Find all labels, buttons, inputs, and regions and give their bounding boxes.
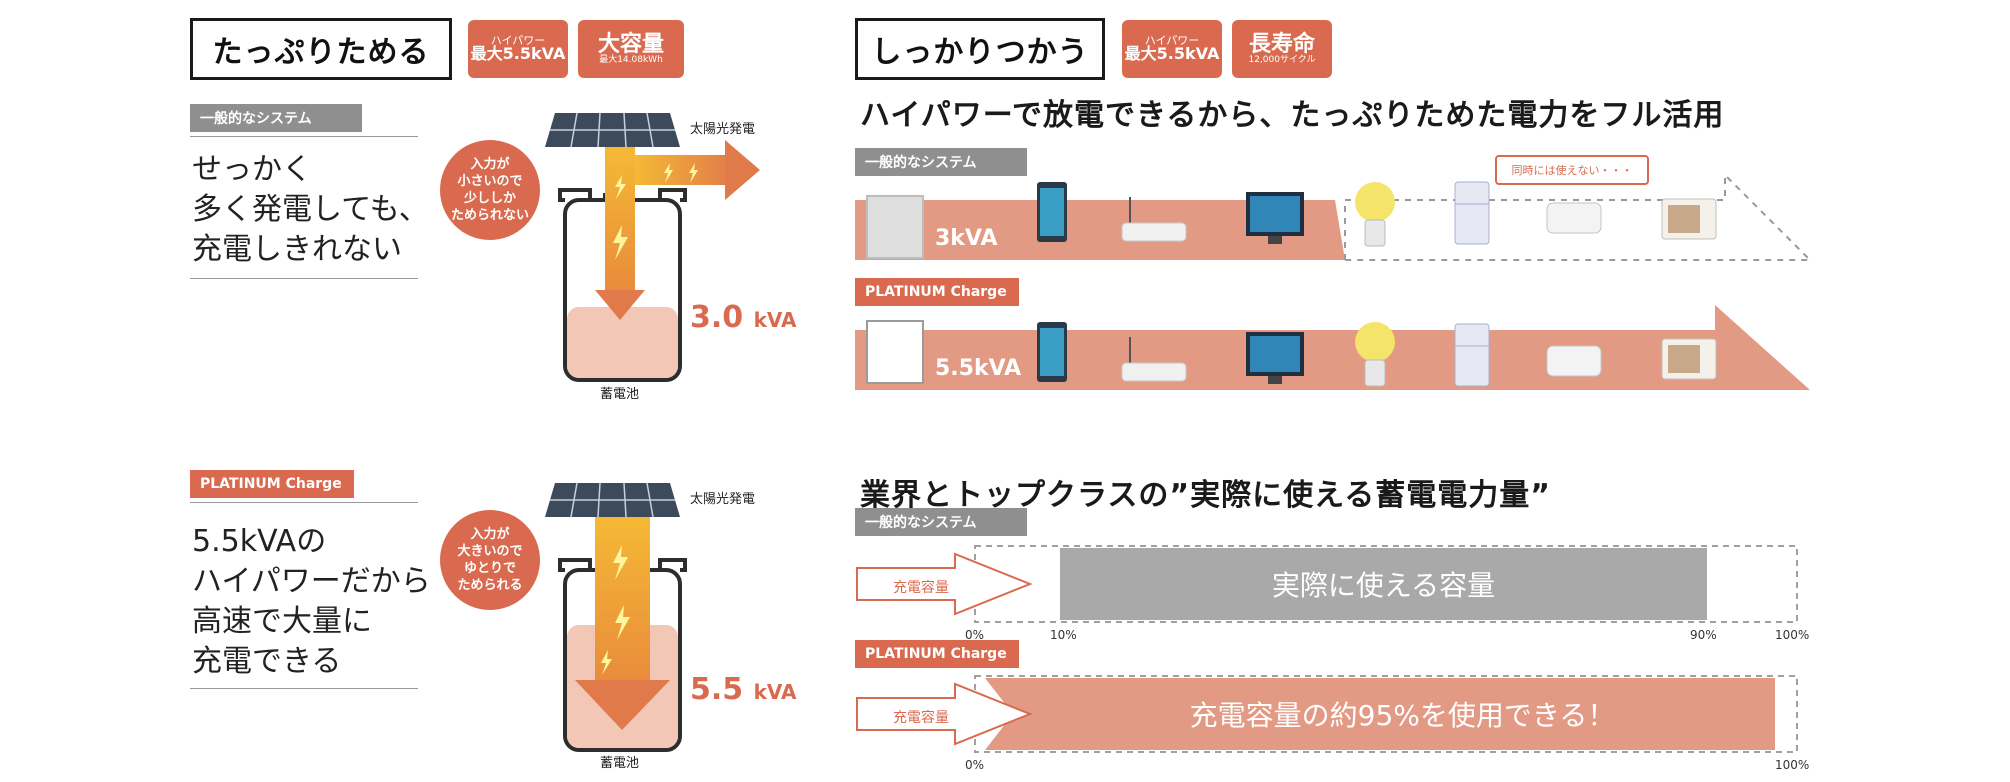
air-conditioner-icon [1546, 345, 1602, 377]
high-power-badge: ハイパワー 最大5.5kVA [1122, 20, 1222, 78]
badge-main-text: 最大5.5kVA [1124, 44, 1220, 64]
usable-95-label: 充電容量の約95%を使用できる！ [1189, 699, 1616, 732]
badge-sub-text: 最大14.08kWh [599, 54, 663, 65]
tick-10: 10% [1050, 628, 1077, 642]
battery-label: 蓄電池 [600, 387, 640, 402]
general-system-tag: 一般的なシステム [190, 104, 362, 132]
charge-capacity-label: 充電容量 [893, 710, 949, 726]
battery-label: 蓄電池 [600, 756, 640, 771]
solar-panel-icon [545, 112, 680, 148]
platinum-charge-tag: PLATINUM Charge [855, 278, 1019, 306]
battery-unit-icon [866, 320, 924, 384]
tv-icon [1246, 192, 1304, 244]
badge-main-text: 大容量 [597, 31, 664, 57]
general-charging-diagram [545, 112, 760, 382]
tick-0: 0% [965, 628, 985, 642]
router-icon [1121, 197, 1187, 242]
refrigerator-icon [1454, 323, 1490, 387]
kva-value: 3.0 [690, 300, 744, 335]
platinum-charge-tag: PLATINUM Charge [855, 640, 1019, 668]
charge-capacity-label: 充電容量 [893, 580, 949, 596]
usable-capacity-label: 実際に使える容量 [1271, 569, 1496, 602]
note-box: 同時には使えない・・・ [1495, 155, 1649, 185]
tick-0: 0% [965, 758, 985, 772]
discharge-heading: ハイパワーで放電できるから、たっぷりためた電力をフル活用 [860, 98, 1725, 133]
high-power-badge: ハイパワー 最大5.5kVA [468, 20, 568, 78]
badge-sub-text: 12,000サイクル [1248, 54, 1316, 65]
refrigerator-icon [1454, 181, 1490, 245]
divider [190, 136, 418, 137]
general-capacity-bar [856, 545, 1798, 623]
platinum-flow-kva: 5.5kVA [935, 356, 1022, 381]
battery-unit-icon [866, 195, 924, 259]
kva-unit: kVA [753, 680, 797, 704]
general-system-tag: 一般的なシステム [855, 148, 1027, 176]
badge-top-text: ハイパワー [490, 33, 546, 47]
general-flow-kva: 3kVA [935, 226, 998, 251]
tv-icon [1246, 332, 1304, 384]
microwave-icon [1661, 198, 1717, 240]
long-life-badge: 長寿命 12,000サイクル [1232, 20, 1332, 78]
platinum-text: 5.5kVAの ハイパワーだから 高速で大量に 充電できる [192, 524, 431, 679]
divider [190, 502, 418, 503]
right-section-title: しっかりつかう [855, 18, 1105, 80]
microwave-icon [1661, 338, 1717, 380]
solar-label: 太陽光発電 [690, 122, 756, 137]
air-conditioner-icon [1546, 202, 1602, 234]
tablet-icon [1037, 182, 1067, 242]
platinum-capacity-bar [856, 675, 1798, 753]
general-discharge-flow [855, 172, 1813, 261]
capacity-badge: 大容量 最大14.08kWh [578, 20, 684, 78]
general-system-text: せっかく 多く発電しても、 充電しきれない [192, 152, 429, 267]
divider [190, 688, 418, 689]
light-bulb-icon [1355, 182, 1395, 247]
badge-main-text: 最大5.5kVA [470, 44, 566, 64]
general-system-tag: 一般的なシステム [855, 508, 1027, 536]
badge-main-text: 長寿命 [1248, 31, 1315, 57]
tablet-icon [1037, 322, 1067, 382]
general-input-bubble: 入力が 小さいので 少ししか ためられない [440, 140, 540, 240]
badge-top-text: ハイパワー [1144, 33, 1200, 47]
capacity-heading: 業界とトップクラスの”実際に使える蓄電電力量” [860, 478, 1551, 513]
tick-90: 90% [1690, 628, 1717, 642]
light-bulb-icon [1355, 322, 1395, 387]
solar-panel-icon [545, 482, 680, 518]
left-section-title: たっぷりためる [190, 18, 452, 80]
platinum-kva-label: 5.5 kVA [690, 672, 797, 707]
tick-100: 100% [1775, 758, 1810, 772]
platinum-charge-tag: PLATINUM Charge [190, 470, 354, 498]
router-icon [1121, 337, 1187, 382]
kva-value: 5.5 [690, 672, 744, 707]
tick-100: 100% [1775, 628, 1810, 642]
divider [190, 278, 418, 279]
kva-unit: kVA [753, 308, 797, 332]
platinum-charging-diagram [545, 482, 687, 752]
solar-label: 太陽光発電 [690, 492, 756, 507]
platinum-input-bubble: 入力が 大きいので ゆとりで ためられる [440, 510, 540, 610]
general-kva-label: 3.0 kVA [690, 300, 797, 335]
